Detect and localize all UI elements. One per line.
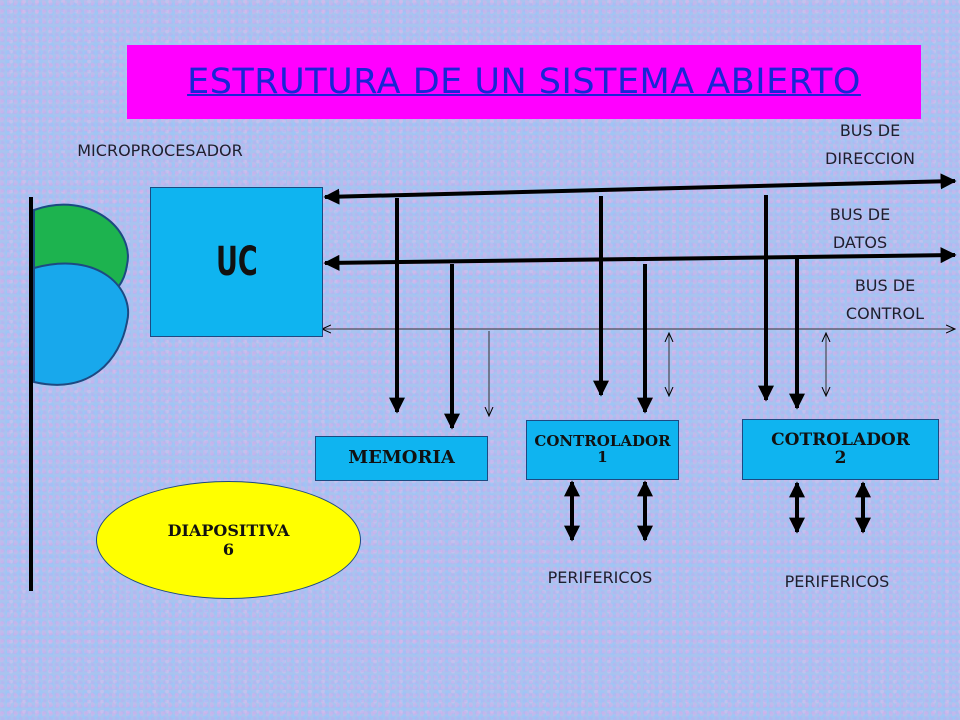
controlador2-label-line1: cotrolador — [771, 429, 910, 450]
microprocesador-text: MICROPROCESADOR — [77, 141, 243, 160]
uc-label: UC — [215, 239, 258, 285]
bus-direccion-label: BUS DE DIRECCION — [805, 117, 935, 173]
diapositiva-number: 6 — [222, 540, 235, 559]
bus-control-label: BUS DE CONTROL — [820, 272, 950, 328]
microprocesador-label: MICROPROCESADOR — [55, 137, 265, 165]
controlador2-label-line2: 2 — [834, 447, 847, 468]
uc-box: UC — [150, 187, 323, 337]
bus-direccion-line2: DIRECCION — [825, 149, 915, 168]
memoria-box: memoria — [315, 436, 488, 481]
controlador1-label-line2: 1 — [597, 448, 608, 466]
controlador1-label-line1: Controlador — [534, 432, 671, 451]
bus-datos-line1: BUS DE — [829, 205, 891, 224]
controlador1-box: Controlador 1 — [526, 420, 679, 480]
page-title: ESTRUTURA DE UN SISTEMA ABIERTO — [187, 62, 861, 102]
perifericos2-text: PERIFERICOS — [784, 572, 890, 591]
perifericos1-label: PERIFERICOS — [520, 564, 680, 592]
controlador2-box: cotrolador 2 — [742, 419, 939, 480]
memoria-label: memoria — [348, 447, 455, 469]
blue-shape — [33, 262, 130, 386]
title-banner: ESTRUTURA DE UN SISTEMA ABIERTO — [127, 45, 921, 119]
perifericos1-text: PERIFERICOS — [547, 568, 653, 587]
bus-control-line1: BUS DE — [854, 276, 916, 295]
bus-direccion-arrow — [323, 173, 957, 205]
diapositiva-ellipse: diapositiva 6 — [96, 481, 361, 599]
bus-direccion-line1: BUS DE — [839, 121, 901, 140]
diapositiva-label: diapositiva — [167, 520, 290, 540]
bus-control-line2: CONTROL — [845, 304, 925, 323]
bus-datos-arrow — [323, 247, 957, 271]
perifericos2-label: PERIFERICOS — [757, 568, 917, 596]
